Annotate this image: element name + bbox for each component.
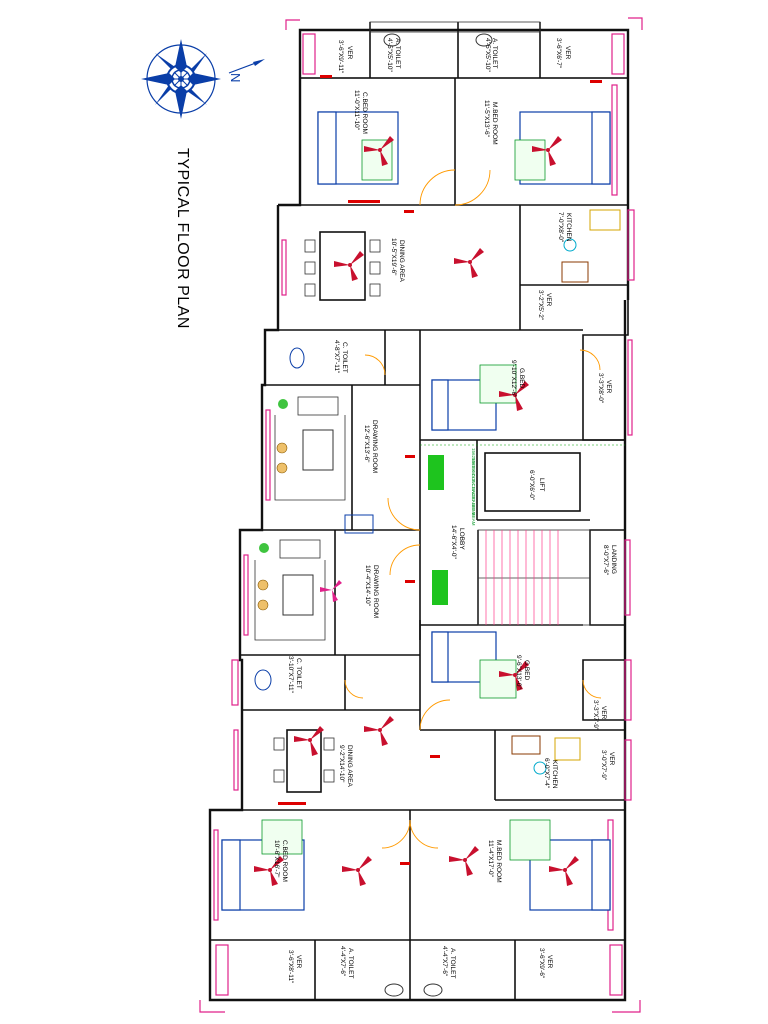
room-name-lift: LIFT bbox=[538, 478, 545, 491]
toilet-fixtures bbox=[254, 33, 493, 997]
room-dims-ver-g-top: 3'-3"X8'-0" bbox=[597, 373, 604, 404]
beam-label-lower: 15625mm X CONCEALED BEAM bbox=[471, 448, 476, 516]
room-dims-m-bed-bottom: 11'-4"X17'-0" bbox=[487, 840, 494, 878]
room-name-a-toilet-b1: A. TOILET bbox=[347, 948, 354, 978]
room-name-ver-bl: VER bbox=[295, 955, 302, 969]
room-name-a-toilet-b2: A. TOILET bbox=[449, 948, 456, 978]
ceiling-fans bbox=[254, 136, 579, 886]
room-dims-drawing-bottom: 10'-4"X14'-10" bbox=[364, 565, 371, 607]
room-name-g-bed-top: G.BED bbox=[518, 368, 525, 389]
room-name-ver-g-top: VER bbox=[605, 380, 612, 394]
kitchen-fixtures-bottom bbox=[511, 735, 581, 775]
interior-walls-bottom bbox=[210, 530, 625, 1000]
sofa-set-bottom bbox=[254, 539, 326, 641]
electrical-markers bbox=[278, 75, 625, 865]
room-dims-a-toilet-t1: 4'-5"X5'-10" bbox=[386, 38, 393, 73]
room-dims-g-bed-bottom: 9'-6"X13'-0" bbox=[515, 655, 522, 690]
room-dims-dining-bottom: 9'-2"X14'-10" bbox=[338, 745, 345, 783]
room-name-kitchen-top: KITCHEN bbox=[565, 213, 572, 242]
room-name-c-toilet-top: C. TOILET bbox=[341, 342, 348, 373]
room-dims-c-bed-top: 11'-0"X11'-10" bbox=[353, 90, 360, 131]
room-name-kitchen-bottom: KITCHEN bbox=[551, 760, 558, 789]
room-dims-kitchen-top: 7'-0"X8'-0" bbox=[557, 212, 564, 243]
interior-walls-top bbox=[262, 78, 628, 640]
room-dims-drawing-top: 12'-6"X13'-6" bbox=[363, 425, 370, 463]
outer-walls bbox=[208, 21, 630, 1002]
room-dims-c-toilet-top: 4'-8"X7'-11" bbox=[333, 340, 340, 374]
room-name-ver-g-bottom: VER bbox=[600, 706, 607, 720]
room-dims-lift: 6'-0"X6'-0" bbox=[528, 470, 535, 501]
room-labels: VER 3'-6"X9'-11" A. TOILET 4'-5"X5'-10" … bbox=[273, 38, 617, 984]
room-dims-c-toilet-bottom: 3'-10"X7'-11" bbox=[287, 656, 294, 694]
bed-g-bottom bbox=[431, 631, 517, 699]
room-name-c-bed-top: C.BED ROOM bbox=[361, 92, 368, 134]
kitchen-fixtures-top bbox=[561, 209, 621, 283]
room-name-ver-tl: VER bbox=[346, 46, 353, 60]
page-title: TYPICAL FLOOR PLAN bbox=[174, 148, 191, 329]
bed-c-top bbox=[317, 111, 399, 185]
room-dims-ver-tr: 3'-6"X6'-7" bbox=[555, 38, 562, 69]
room-dims-landing: 8'-0"X7'-6" bbox=[602, 545, 609, 576]
room-name-c-bed-bottom: C.BED ROOM bbox=[281, 840, 288, 882]
windows bbox=[199, 17, 643, 1013]
bed-c-bottom bbox=[221, 819, 305, 911]
room-name-m-bed-bottom: M.BED ROOM bbox=[495, 840, 502, 883]
room-dims-ver-br: 3'-6"X9'-6" bbox=[538, 948, 545, 979]
room-dims-a-toilet-b1: 4'-4"X7'-6" bbox=[339, 946, 346, 977]
room-name-ver-kitchen-top: VER bbox=[545, 293, 552, 307]
room-name-c-toilet-bottom: C. TOILET bbox=[295, 658, 302, 689]
doors bbox=[344, 169, 602, 849]
dining-table-bottom bbox=[273, 729, 335, 793]
room-name-m-bed-top: M.BED ROOM bbox=[491, 102, 498, 145]
room-dims-kitchen-bottom: 6'-0"X7'-4" bbox=[543, 758, 550, 789]
room-dims-ver-g-bottom: 3'-3"X7'-9" bbox=[592, 700, 599, 731]
bed-m-top bbox=[514, 111, 611, 185]
room-name-ver-tr: VER bbox=[564, 46, 571, 60]
room-dims-lobby: 14'-6"X4'-0" bbox=[450, 525, 457, 560]
room-dims-a-toilet-t2: 4'-5"X5'-10" bbox=[484, 38, 491, 73]
room-name-landing: LANDING bbox=[610, 545, 617, 574]
room-dims-a-toilet-b2: 4'-4"X7'-6" bbox=[441, 946, 448, 977]
room-dims-g-bed-top: 9'-10"X12'-6" bbox=[510, 360, 517, 398]
room-name-a-toilet-t2: A. TOILET bbox=[491, 38, 498, 68]
room-dims-ver-bl: 3'-6"X8'-11" bbox=[287, 950, 294, 984]
compass-icon bbox=[141, 39, 265, 119]
room-dims-m-bed-top: 11'-5"X13'-6" bbox=[483, 100, 490, 138]
compass-north-label: N bbox=[228, 73, 243, 83]
room-name-dining-top: DINING AREA bbox=[398, 240, 405, 283]
staircase bbox=[477, 452, 591, 626]
room-name-drawing-top: DRAWING ROOM bbox=[371, 420, 378, 473]
room-dims-ver-tl: 3'-6"X9'-11" bbox=[337, 40, 344, 74]
room-name-g-bed-bottom: G.BED bbox=[523, 660, 530, 681]
room-dims-dining-top: 10'-5"X19'-6" bbox=[390, 238, 397, 276]
beam-label-upper: 15625mm X CONCEALED BEAM bbox=[471, 458, 476, 526]
room-name-dining-bottom: DINING AREA bbox=[346, 745, 353, 788]
room-name-a-toilet-t1: A. TOILET bbox=[394, 38, 401, 68]
dining-table-top bbox=[304, 231, 381, 301]
room-dims-c-bed-bottom: 10'-6"X16'-7" bbox=[273, 840, 280, 878]
room-name-ver-kitchen-bottom: VER bbox=[608, 752, 615, 766]
room-name-ver-br: VER bbox=[546, 955, 553, 969]
room-name-drawing-bottom: DRAWING ROOM bbox=[372, 565, 379, 618]
room-dims-ver-kitchen-bottom: 3'-0"X7'-9" bbox=[600, 750, 607, 781]
bed-m-bottom bbox=[509, 819, 611, 911]
bed-g-top bbox=[431, 364, 517, 431]
sofa-set-top bbox=[274, 396, 346, 501]
room-dims-ver-kitchen-top: 3'-2"X5'-2" bbox=[537, 290, 544, 321]
room-name-lobby: LOBBY bbox=[458, 528, 465, 550]
